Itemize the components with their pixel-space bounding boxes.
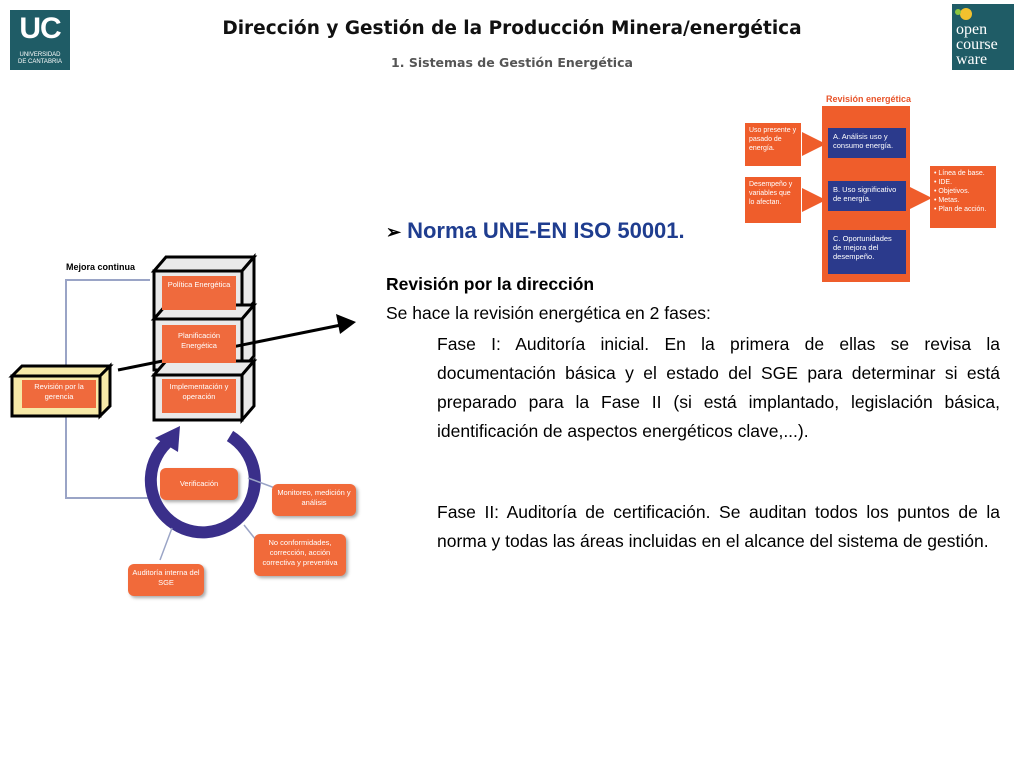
cube-policy: Política Energética — [162, 276, 236, 310]
paragraph-phase2: Fase II: Auditoría de certificación. Se … — [437, 502, 1000, 551]
cube-planning: Planificación Energética — [162, 325, 236, 363]
logo-line1: UNIVERSIDAD — [19, 52, 61, 58]
arrow-bullet-icon: ➢ — [386, 222, 402, 242]
output-box: • Línea de base. • IDE. • Objetivos. • M… — [930, 166, 996, 228]
input-box-1: Uso presente y pasado de energía. — [745, 123, 801, 166]
ocw-line3: ware — [956, 51, 988, 68]
review-diagram-title: Revisión energética — [826, 94, 912, 104]
cube-review: Revisión por la gerencia — [22, 380, 96, 408]
output-item: • Línea de base. — [934, 170, 985, 177]
ocw-leaf-icon — [955, 8, 972, 20]
cube-implementation: Implementación y operación — [162, 379, 236, 413]
logo-line2: DE CANTABRIA — [18, 59, 62, 65]
university-logo: UC UNIVERSIDAD DE CANTABRIA — [10, 10, 70, 70]
output-item: • IDE. — [934, 179, 953, 186]
paragraph-phase1: Fase I: Auditoría inicial. En la primera… — [437, 334, 1000, 441]
logo-abbr: UC — [19, 12, 61, 45]
output-item: • Objetivos. — [934, 188, 970, 195]
box-internal-audit: Auditoría interna del SGE — [128, 564, 204, 596]
ocw-line2: course — [956, 36, 998, 53]
box-monitoring: Monitoreo, medición y análisis — [272, 484, 356, 516]
step-box-b: B. Uso significativo de energía. — [828, 181, 906, 211]
step-box-a: A. Análisis uso y consumo energía. — [828, 128, 906, 158]
box-nonconformities: No conformidades, corrección, acción cor… — [254, 534, 346, 576]
section-heading: ➢Norma UNE-EN ISO 50001. — [386, 218, 685, 244]
logo-text: UNIVERSIDAD DE CANTABRIA — [10, 52, 70, 66]
section-title: Revisión por la dirección — [386, 274, 595, 294]
ocw-logo: open course ware — [952, 4, 1014, 70]
heading-text: Norma UNE-EN ISO 50001. — [407, 218, 685, 243]
box-verification: Verificación — [160, 468, 238, 500]
step-box-c: C. Oportunidades de mejora del desempeño… — [828, 230, 906, 274]
review-arrows — [802, 132, 932, 212]
page-subtitle: 1. Sistemas de Gestión Energética — [391, 55, 633, 70]
page-title: Dirección y Gestión de la Producción Min… — [222, 18, 802, 39]
input-box-2: Desempeño y variables que lo afectan. — [745, 177, 801, 223]
output-item: • Metas. — [934, 197, 960, 204]
ocw-line1: open — [956, 21, 988, 38]
cycle-label: Mejora continua — [66, 262, 136, 272]
output-item: • Plan de acción. — [934, 206, 987, 213]
section-intro: Se hace la revisión energética en 2 fase… — [386, 303, 711, 323]
